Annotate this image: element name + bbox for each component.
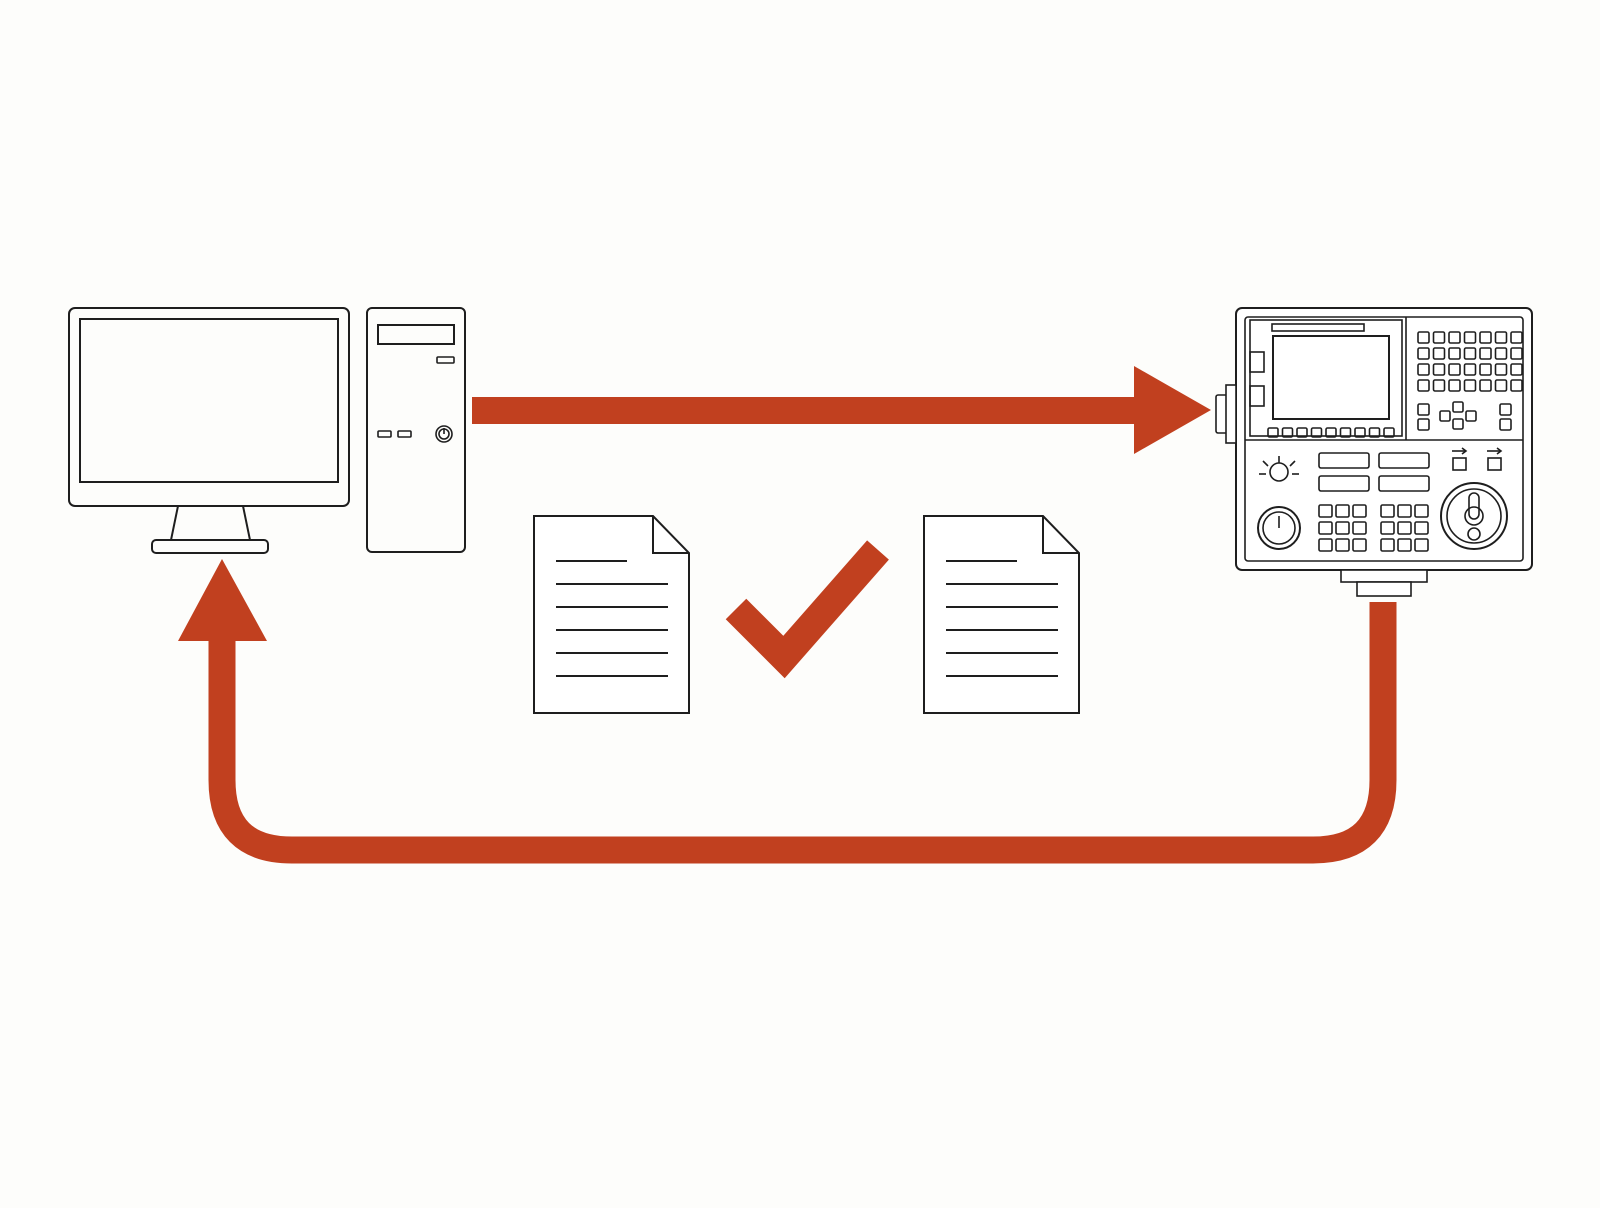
keypad-key [1432, 331, 1446, 344]
keypad-key [1494, 331, 1508, 344]
panel-button [1380, 538, 1395, 552]
document-icon [923, 515, 1080, 714]
arrow-indicator-icon [1452, 447, 1503, 471]
panel-button [1352, 538, 1367, 552]
keypad-key [1465, 410, 1477, 422]
keypad-key [1417, 418, 1430, 431]
keypad-key [1510, 331, 1523, 344]
keypad-key [1494, 379, 1508, 392]
keypad-key [1452, 401, 1464, 413]
keypad-key [1417, 403, 1430, 416]
panel-button [1380, 521, 1395, 535]
monitor-icon [68, 307, 350, 554]
arrow-return-to-pc [178, 559, 1397, 864]
softkey [1383, 427, 1395, 438]
spindle-knob-icon [1259, 456, 1299, 482]
keypad-icon [1417, 331, 1523, 431]
keypad-key [1479, 331, 1492, 344]
pc-tower-icon [366, 307, 466, 553]
panel-button [1397, 521, 1412, 535]
desktop-computer-icon [68, 307, 466, 554]
keypad-key [1432, 379, 1446, 392]
keypad-key [1417, 347, 1430, 360]
softkey [1296, 427, 1308, 438]
keypad-key [1479, 347, 1492, 360]
keypad-key [1448, 379, 1461, 392]
panel-button [1414, 538, 1429, 552]
keypad-key [1463, 379, 1477, 392]
softkey [1310, 427, 1323, 438]
keypad-key [1448, 363, 1461, 376]
keypad-key [1479, 363, 1492, 376]
checkmark-icon [725, 540, 889, 679]
softkey [1339, 427, 1352, 438]
cnc-control-panel-icon [1215, 307, 1533, 597]
panel-button [1397, 538, 1412, 552]
keypad-key [1479, 379, 1492, 392]
panel-button [1352, 504, 1367, 518]
panel-button [1414, 521, 1429, 535]
keypad-key [1499, 403, 1512, 416]
keypad-key [1463, 331, 1477, 344]
keypad-key [1463, 363, 1477, 376]
keypad-key [1439, 410, 1451, 422]
keypad-key [1463, 347, 1477, 360]
panel-button [1318, 521, 1333, 535]
panel-button [1335, 521, 1350, 535]
handwheel-icon [1440, 482, 1508, 550]
panel-button [1414, 504, 1429, 518]
feed-knob-icon [1257, 506, 1301, 550]
panel-button [1335, 504, 1350, 518]
panel-button [1318, 504, 1333, 518]
softkey-row [1267, 427, 1395, 438]
keypad-key [1448, 331, 1461, 344]
keypad-key [1510, 347, 1523, 360]
panel-button [1335, 538, 1350, 552]
button-grid [1318, 504, 1429, 552]
softkey [1354, 427, 1366, 438]
keypad-key [1510, 379, 1523, 392]
arrow-to-cnc [472, 366, 1211, 454]
panel-button [1352, 521, 1367, 535]
keypad-key [1417, 379, 1430, 392]
keypad-key [1494, 347, 1508, 360]
keypad-key [1432, 347, 1446, 360]
softkey [1368, 427, 1381, 438]
keypad-key [1417, 331, 1430, 344]
softkey [1325, 427, 1337, 438]
keypad-key [1494, 363, 1508, 376]
keypad-key [1510, 363, 1523, 376]
power-button-icon [435, 425, 453, 443]
keypad-key [1417, 363, 1430, 376]
panel-button [1318, 538, 1333, 552]
keypad-key [1499, 418, 1512, 431]
panel-button [1380, 504, 1395, 518]
document-icon [533, 515, 690, 714]
keypad-key [1432, 363, 1446, 376]
keypad-key [1448, 347, 1461, 360]
panel-button [1397, 504, 1412, 518]
keypad-key [1452, 418, 1464, 430]
softkey [1267, 427, 1279, 438]
softkey [1281, 427, 1294, 438]
